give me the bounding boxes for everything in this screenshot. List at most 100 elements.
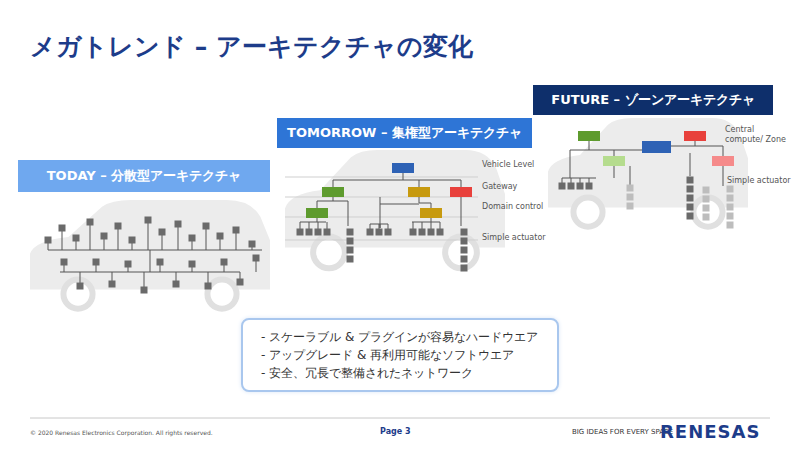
ecu-square	[703, 187, 710, 194]
level-label: Simple actuator	[727, 176, 791, 186]
ecu-square	[189, 261, 196, 268]
network-wire	[461, 180, 462, 187]
era-band: FUTURE – ゾーンアーキテクチャ	[533, 85, 773, 115]
car-silhouette	[285, 150, 505, 268]
network-wire	[614, 150, 615, 156]
ecu-square	[687, 186, 694, 193]
network-wire	[285, 197, 478, 198]
footer-rule	[30, 418, 770, 419]
network-wire	[571, 178, 572, 183]
ecu-square	[141, 287, 148, 294]
level-label: Gateway	[482, 182, 517, 192]
network-wire	[431, 203, 432, 208]
network-wire	[589, 141, 590, 150]
ecu-square	[145, 217, 152, 224]
ecu-square	[249, 241, 256, 248]
ecu-square	[306, 229, 313, 236]
network-wire	[614, 166, 615, 178]
level-label: Simple actuator	[482, 233, 546, 243]
ecu-square	[203, 223, 210, 230]
car-body	[285, 150, 505, 248]
car-wheel	[313, 237, 345, 269]
network-wire	[431, 218, 432, 222]
network-wire	[419, 197, 420, 203]
network-wire	[695, 146, 723, 147]
bullet-text: - 安全、冗長で整備されたネットワーク	[261, 364, 539, 382]
controller-box	[603, 156, 625, 166]
ecu-square	[347, 256, 354, 263]
ecu-square	[577, 183, 584, 190]
company-logo: RENESAS	[660, 421, 760, 443]
ecu-square	[175, 221, 182, 228]
controller-box	[684, 131, 706, 141]
network-wire	[90, 222, 91, 250]
ecu-square	[45, 237, 52, 244]
ecu-square	[727, 204, 734, 211]
network-wire	[148, 220, 149, 250]
controller-box	[306, 208, 328, 218]
network-wire	[419, 180, 420, 187]
ecu-square	[59, 225, 66, 232]
controller-box	[420, 208, 442, 218]
car-silhouette	[30, 200, 270, 309]
level-label: Central compute/ Zone	[725, 125, 791, 144]
ecu-square	[727, 213, 734, 220]
ecu-square	[703, 214, 710, 221]
bullet-text: - アップグレード & 再利用可能なソフトウエア	[261, 346, 539, 364]
network-wire	[562, 178, 563, 183]
controller-box	[322, 187, 344, 197]
ecu-square	[410, 229, 417, 236]
ecu-square	[727, 195, 734, 202]
ecu-square	[727, 186, 734, 193]
ecu-square	[687, 177, 694, 184]
ecu-square	[461, 256, 468, 263]
controller-box	[450, 187, 472, 197]
network-wire	[333, 180, 461, 181]
network-wire	[671, 146, 695, 147]
network-wire	[589, 178, 590, 183]
network-wire	[695, 141, 696, 146]
era-band: TODAY – 分散型アーキテクチャ	[18, 160, 270, 192]
network-wire	[118, 226, 119, 250]
network-wire	[317, 201, 333, 202]
page-number: Page 3	[380, 427, 411, 437]
network-wire	[206, 226, 207, 250]
controller-box	[578, 131, 600, 141]
ecu-square	[221, 259, 228, 266]
ecu-square	[93, 259, 100, 266]
network-wire	[723, 166, 724, 186]
level-label: Domain control	[482, 202, 543, 212]
car-body	[548, 118, 748, 208]
ecu-square	[253, 255, 260, 262]
car-silhouette	[548, 118, 748, 227]
network-wire	[317, 218, 318, 222]
ecu-square	[428, 229, 435, 236]
tagline: BIG IDEAS FOR EVERY SPACE	[572, 428, 673, 436]
ecu-square	[727, 222, 734, 229]
ecu-square	[347, 247, 354, 254]
ecu-square	[568, 183, 575, 190]
network-wire	[317, 201, 318, 208]
network-wire	[723, 146, 724, 156]
bullet-text: - スケーラブル & プラグインが容易なハードウエア	[261, 328, 539, 346]
ecu-square	[461, 238, 468, 245]
ecu-square	[687, 195, 694, 202]
controller-box	[408, 187, 430, 197]
band-title: TOMORROW – 集権型アーキテクチャ	[287, 125, 522, 141]
ecu-square	[77, 283, 84, 290]
ecu-square	[297, 229, 304, 236]
ecu-square	[315, 229, 322, 236]
network-wire	[348, 201, 349, 226]
car-wheel	[207, 280, 236, 309]
network-wire	[333, 201, 348, 202]
ecu-square	[237, 279, 244, 286]
ecu-square	[87, 219, 94, 226]
ecu-square	[461, 265, 468, 272]
controller-box	[392, 163, 414, 173]
ecu-square	[347, 238, 354, 245]
network-wire	[150, 250, 151, 272]
network-wire	[370, 224, 388, 225]
ecu-square	[129, 237, 136, 244]
ecu-square	[376, 229, 383, 236]
ecu-square	[233, 227, 240, 234]
